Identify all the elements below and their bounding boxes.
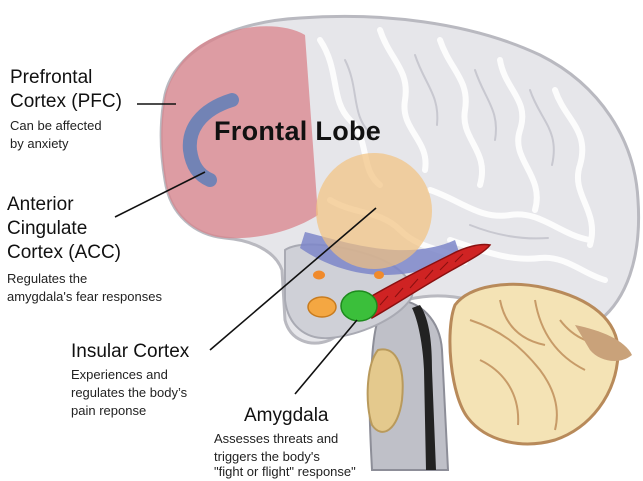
acc-desc-line-1: Regulates the bbox=[7, 270, 87, 288]
hypothalamus bbox=[308, 297, 336, 317]
insular-title: Insular Cortex bbox=[71, 340, 189, 364]
mammillary-body-right bbox=[374, 271, 384, 279]
mammillary-body-left bbox=[313, 271, 325, 280]
insular-desc-line-1: Experiences and bbox=[71, 366, 168, 384]
acc-desc-line-2: amygdala's fear responses bbox=[7, 288, 162, 306]
amygdala-title: Amygdala bbox=[244, 404, 329, 428]
insular-desc-line-2: regulates the body’s bbox=[71, 384, 187, 402]
pfc-title-line-2: Cortex (PFC) bbox=[10, 90, 122, 114]
insular-region bbox=[316, 153, 432, 269]
acc-title-line-3: Cortex (ACC) bbox=[7, 241, 121, 265]
amygdala-desc-line-1: Assesses threats and bbox=[214, 430, 338, 448]
acc-title-line-1: Anterior bbox=[7, 193, 74, 217]
amygdala-region bbox=[341, 291, 377, 321]
pfc-title-line-1: Prefrontal bbox=[10, 66, 92, 90]
insular-desc-line-3: pain reponse bbox=[71, 402, 146, 420]
pons bbox=[368, 349, 403, 432]
amygdala-desc-line-3: "fight or flight" response" bbox=[214, 463, 356, 481]
frontal-lobe-label: Frontal Lobe bbox=[214, 116, 381, 147]
pfc-desc-line-1: Can be affected bbox=[10, 117, 102, 135]
pfc-desc-line-2: by anxiety bbox=[10, 135, 69, 153]
acc-title-line-2: Cingulate bbox=[7, 217, 87, 241]
